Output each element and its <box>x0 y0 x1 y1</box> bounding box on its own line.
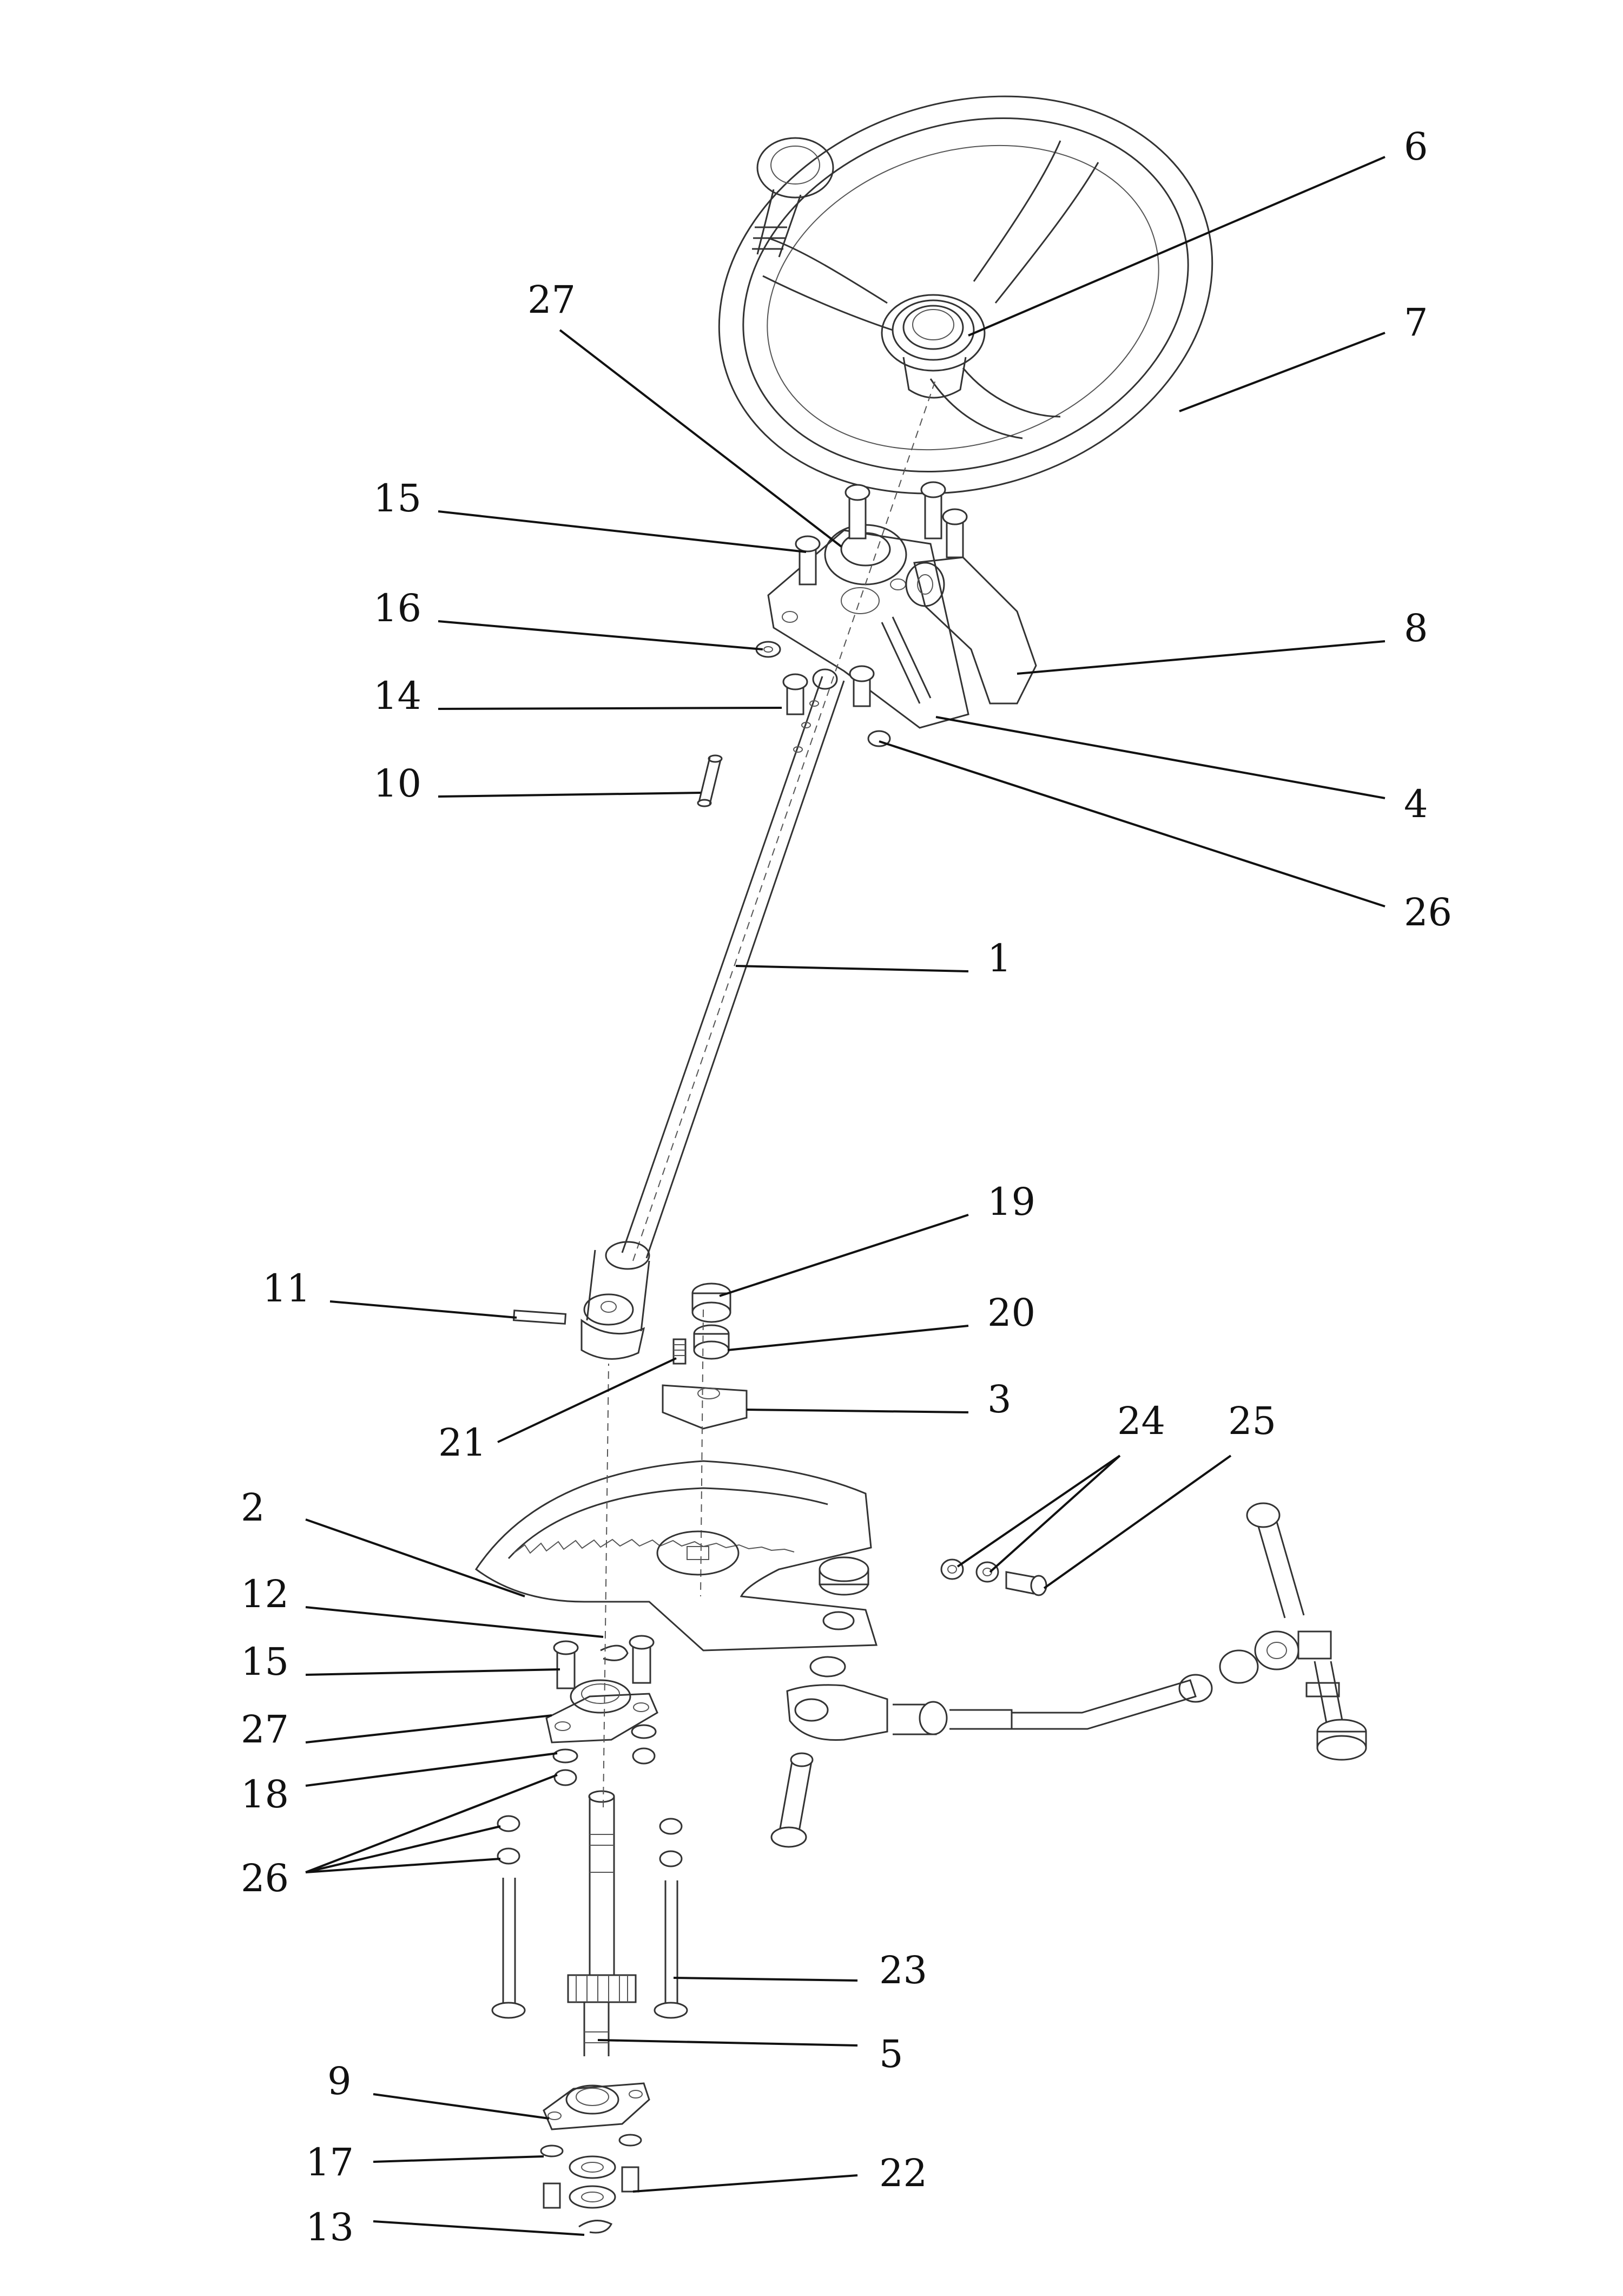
leader-27-lower <box>305 1714 552 1744</box>
leader-26-upper <box>879 740 1386 907</box>
label-5: 5 <box>879 2032 903 2076</box>
tie-rod-assembly <box>770 1502 1367 1848</box>
spring-pin-10 <box>697 754 723 807</box>
leader-9 <box>373 2093 550 2120</box>
leader-26-lower-b <box>305 1825 501 1873</box>
leader-13 <box>373 2220 585 2236</box>
leader-5 <box>597 2039 858 2047</box>
leader-19 <box>719 1214 969 1297</box>
leader-2 <box>305 1518 525 1597</box>
label-9: 9 <box>327 2059 352 2103</box>
label-8: 8 <box>1404 606 1428 650</box>
sector-gear-2 <box>474 1460 878 1652</box>
leader-lines <box>305 156 1386 2236</box>
leader-8 <box>1017 640 1386 675</box>
lower-bearing-9 <box>540 2082 650 2234</box>
label-21: 21 <box>438 1420 486 1465</box>
label-12: 12 <box>241 1572 289 1616</box>
label-26-lower: 26 <box>241 1856 289 1900</box>
leader-27-upper <box>559 329 842 548</box>
label-22: 22 <box>879 2151 927 2195</box>
steering-shaft <box>580 378 936 1360</box>
part-labels: 6 7 27 15 16 14 10 8 4 26 1 19 20 3 11 2… <box>241 124 1452 2249</box>
label-20: 20 <box>987 1291 1035 1335</box>
leader-26-lower-c <box>305 1858 501 1873</box>
leader-26-lower-a <box>305 1774 558 1873</box>
label-10: 10 <box>373 761 421 806</box>
leader-22 <box>632 2174 858 2193</box>
leader-15-lower <box>305 1668 560 1676</box>
leader-18 <box>305 1752 558 1787</box>
leader-17 <box>373 2155 544 2163</box>
steering-arm-3 <box>662 1309 748 1597</box>
label-18: 18 <box>241 1772 289 1817</box>
leader-10 <box>438 792 701 798</box>
leader-24a <box>956 1455 1121 1568</box>
leader-21 <box>497 1357 677 1443</box>
label-16: 16 <box>373 586 421 630</box>
leader-4 <box>935 716 1386 799</box>
leader-14 <box>438 707 782 710</box>
tilt-lever <box>905 556 1037 705</box>
leader-20 <box>727 1325 969 1351</box>
pin-11 <box>512 1310 567 1325</box>
leader-16 <box>438 620 763 650</box>
leader-3 <box>746 1409 969 1413</box>
label-27-upper: 27 <box>527 278 576 322</box>
label-3: 3 <box>987 1377 1012 1422</box>
leader-1 <box>735 965 969 972</box>
pinion-shaft-5 <box>567 1363 637 2056</box>
leader-7 <box>1179 332 1386 412</box>
leader-11 <box>329 1300 517 1319</box>
label-11: 11 <box>262 1266 311 1311</box>
label-6: 6 <box>1404 124 1428 169</box>
label-1: 1 <box>987 936 1012 981</box>
label-13: 13 <box>306 2205 354 2249</box>
lower-flange-bearing <box>545 1635 658 1786</box>
leader-24b <box>989 1455 1121 1573</box>
label-7: 7 <box>1404 300 1428 345</box>
label-2: 2 <box>241 1485 265 1530</box>
leader-23 <box>673 1977 858 1982</box>
leader-6 <box>968 156 1386 337</box>
label-27-lower: 27 <box>241 1707 289 1752</box>
label-15-upper: 15 <box>373 476 421 521</box>
steering-wheel <box>718 95 1213 495</box>
label-25: 25 <box>1228 1399 1276 1443</box>
label-23: 23 <box>879 1948 927 1992</box>
leader-15-upper <box>438 510 807 553</box>
label-26-upper: 26 <box>1404 890 1452 935</box>
set-screw-21 <box>672 1338 687 1365</box>
label-17: 17 <box>306 2140 354 2185</box>
label-24: 24 <box>1117 1399 1165 1443</box>
nuts-19-20 <box>691 1282 731 1360</box>
upper-bracket-plate <box>755 481 969 747</box>
parts-drawing <box>474 95 1367 2234</box>
label-19: 19 <box>987 1180 1035 1224</box>
label-4: 4 <box>1404 782 1428 826</box>
leader-25 <box>1043 1455 1232 1589</box>
label-14: 14 <box>373 674 421 718</box>
leader-12 <box>305 1606 604 1638</box>
label-15-lower: 15 <box>241 1640 289 1684</box>
long-bolts-23 <box>491 1815 688 2019</box>
